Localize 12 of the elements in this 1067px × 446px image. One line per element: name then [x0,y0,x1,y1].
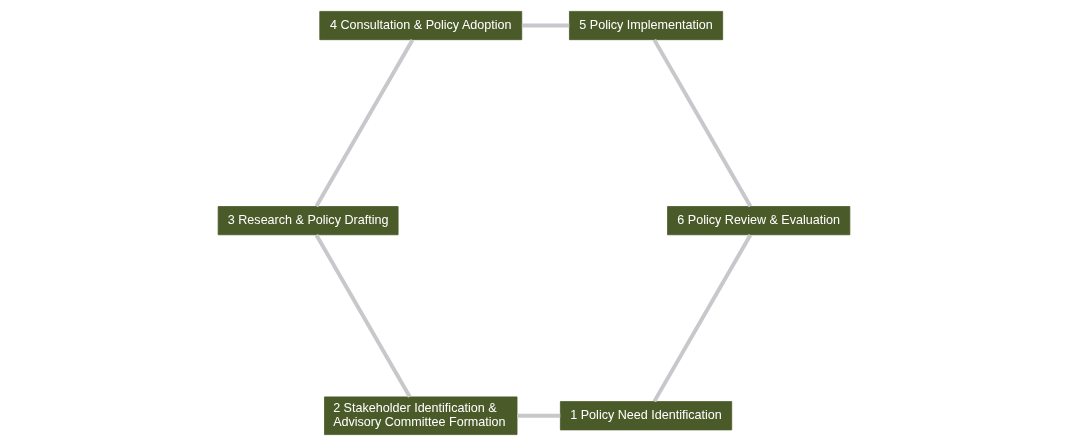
connector [652,234,752,403]
node-box: 4 Consultation & Policy Adoption [318,11,522,41]
connector [516,413,560,418]
node-box: 5 Policy Implementation [568,11,723,41]
connector [652,38,752,208]
node-box: 3 Research & Policy Drafting [217,206,398,236]
connector [314,233,411,398]
connector [521,23,569,28]
node-box: 1 Policy Need Identification [559,401,732,431]
node-box: 2 Stakeholder Identification & Advisory Committee Formation [323,396,517,435]
node-box: 6 Policy Review & Evaluation [666,206,850,236]
connector [314,38,414,208]
